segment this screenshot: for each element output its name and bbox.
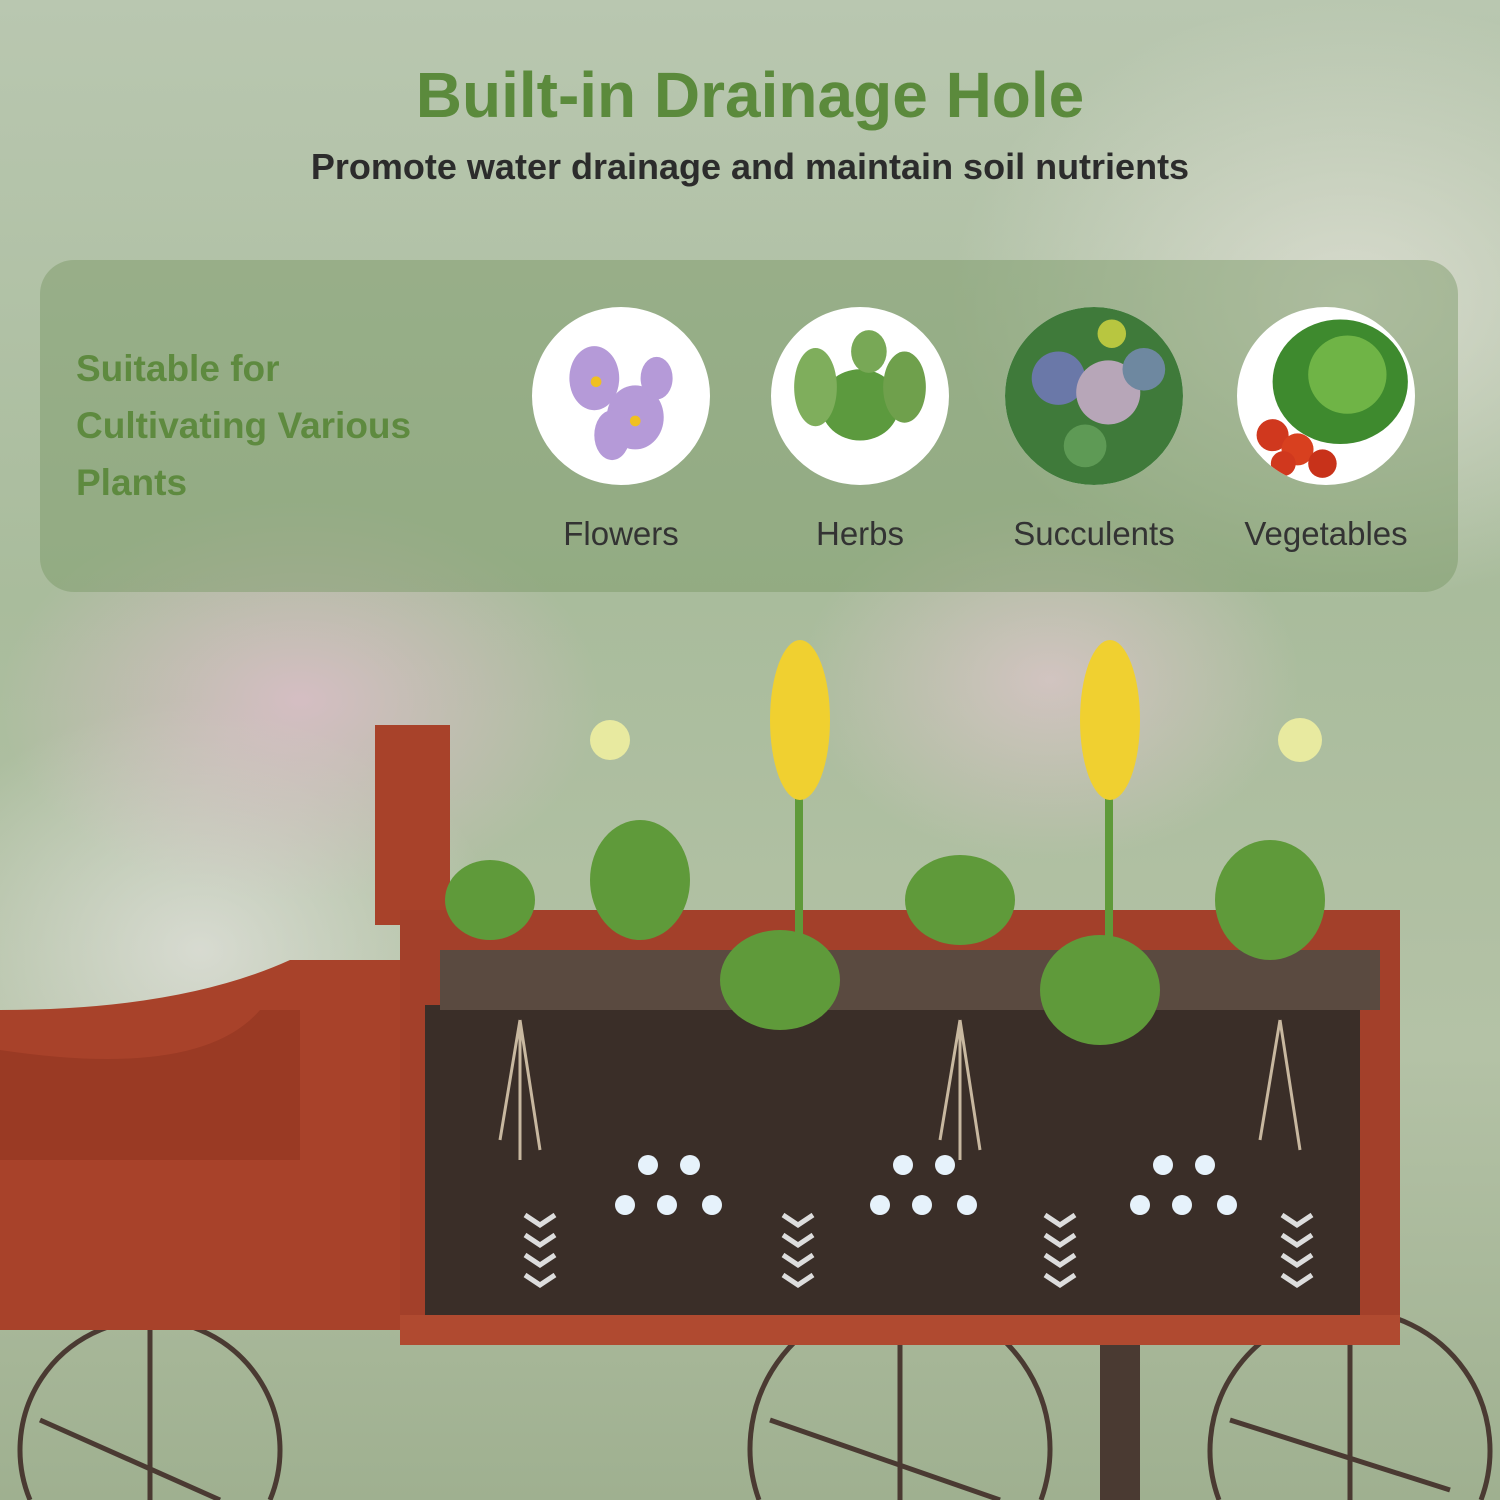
- heading-line: Cultivating Various: [76, 405, 412, 446]
- water-drop-icons: [615, 1155, 1237, 1215]
- yellow-flowers: [590, 640, 1322, 800]
- plant-herbs: Herbs: [745, 307, 975, 553]
- flowers-photo-icon: [532, 307, 710, 485]
- heading-line: Suitable for: [76, 348, 280, 389]
- roots: [498, 1019, 1302, 1160]
- heading-line: Plants: [76, 462, 188, 503]
- plant-types-panel: Suitable for Cultivating Various Plants …: [40, 260, 1458, 592]
- wagon-leg: [1100, 1330, 1140, 1500]
- panel-heading: Suitable for Cultivating Various Plants: [76, 340, 516, 511]
- plant-label: Vegetables: [1244, 515, 1408, 552]
- planter-wagon-illustration: [0, 640, 1493, 1500]
- succulents-photo-icon: [1005, 307, 1183, 485]
- plant-flowers: Flowers: [506, 307, 736, 553]
- wagon-handle: [375, 725, 450, 925]
- plant-label: Herbs: [815, 515, 905, 552]
- plant-succulents: Succulents: [979, 307, 1209, 553]
- herbs-photo-icon: [771, 307, 949, 485]
- vegetables-photo-icon: [1237, 307, 1415, 485]
- plant-vegetables: Vegetables: [1211, 307, 1441, 553]
- plants: [445, 720, 1325, 1045]
- plant-label: Succulents: [1013, 515, 1175, 552]
- page-subtitle: Promote water drainage and maintain soil…: [310, 146, 1190, 187]
- soil-cross-section: [425, 1005, 1360, 1315]
- drainage-arrow-icons: [523, 1212, 1314, 1289]
- plant-label: Flowers: [563, 515, 679, 552]
- page-title: Built-in Drainage Hole: [415, 59, 1085, 131]
